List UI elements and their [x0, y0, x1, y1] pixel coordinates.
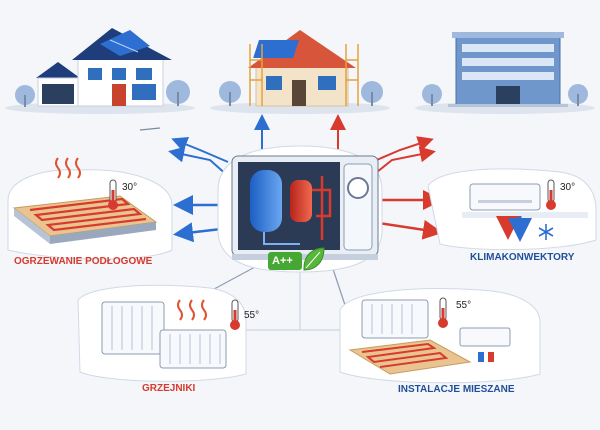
office-building-icon — [422, 32, 588, 107]
energy-class-label: A++ — [272, 255, 293, 267]
label-floor-heating: OGRZEWANIE PODŁOGOWE — [14, 256, 153, 267]
label-fan-coils: KLIMAKONWEKTORY — [470, 252, 575, 263]
thermometer-icon — [230, 299, 240, 330]
radiator-icon — [101, 299, 227, 369]
heat-pump-icon — [231, 155, 379, 260]
leaf-icon — [303, 247, 325, 271]
temp-fan: 30° — [560, 182, 576, 193]
floor-heating-icon — [12, 157, 158, 244]
energy-class-badge — [268, 252, 302, 270]
mixed-installation-icon — [348, 299, 511, 375]
thermometer-icon — [438, 297, 448, 328]
thermometer-icon — [108, 179, 118, 210]
house-renovation-icon — [219, 30, 383, 107]
temp-mixed: 55° — [456, 300, 472, 311]
label-radiators: GRZEJNIKI — [142, 383, 196, 394]
fan-coil-icon — [462, 183, 588, 242]
house-solar-icon — [15, 28, 190, 107]
thermometer-icon — [546, 179, 556, 210]
temp-radiators: 55° — [244, 310, 260, 321]
label-mixed: INSTALACJE MIESZANE — [398, 384, 515, 395]
temp-floor: 30° — [122, 182, 138, 193]
snowflake-icon — [538, 224, 554, 240]
